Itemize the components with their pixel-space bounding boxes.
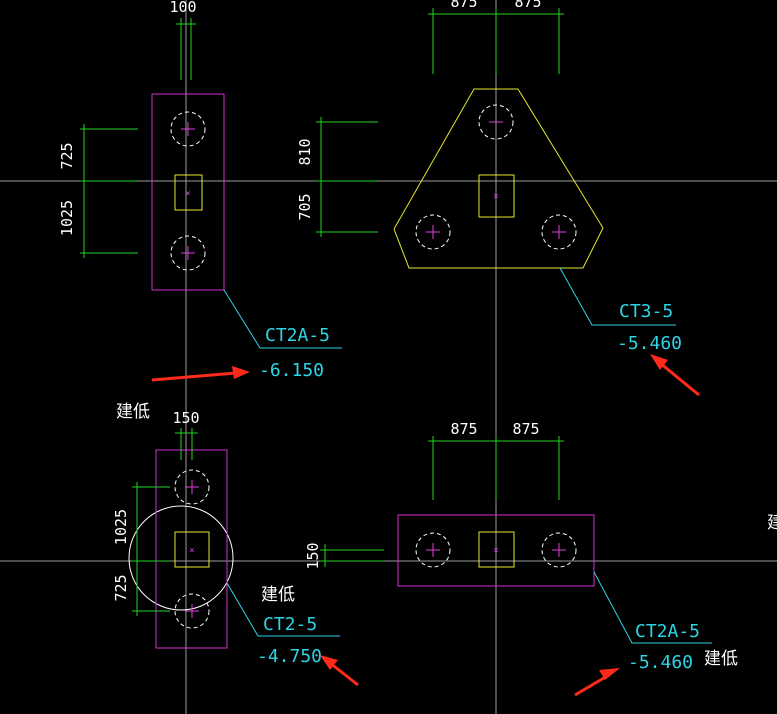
dim-label-left: 875: [450, 420, 477, 438]
dimension-left: 1025 725: [112, 482, 170, 616]
note-edge-right: 建: [767, 513, 777, 533]
svg-text:×: ×: [493, 546, 498, 556]
dim-label-right: 875: [514, 0, 541, 11]
dim-label-side: 150: [304, 542, 322, 569]
pile-icon: [541, 532, 577, 568]
dim-label-lower: 725: [112, 574, 130, 601]
cap-elevation: -6.150: [259, 360, 324, 381]
dimension-left: 810 705: [296, 117, 378, 237]
dimension-left: 150: [304, 542, 384, 570]
pile-icon: [174, 593, 210, 629]
column-icon: ×: [174, 531, 210, 568]
dim-label-left: 875: [450, 0, 477, 11]
cap-elevation: -4.750: [257, 646, 322, 667]
ring-outline: [128, 505, 234, 611]
pile-icon: [174, 469, 210, 505]
cap-bottom-right: × 875 875 150 CT2A-5 -5.460 建低: [304, 420, 738, 697]
cap-name: CT2A-5: [635, 621, 700, 642]
cap-name: CT2-5: [263, 614, 317, 635]
dim-label-right: 875: [512, 420, 539, 438]
dim-label-lower: 1025: [58, 200, 76, 236]
dimension-top: 150: [172, 409, 200, 460]
leader-line: [559, 267, 676, 326]
dim-label-upper: 810: [296, 138, 314, 165]
cap-bottom-left: × 150 1025 725 建低 CT2-5 -4.750: [112, 409, 359, 687]
cap-elevation: -5.460: [617, 333, 682, 354]
svg-text:×: ×: [185, 189, 190, 199]
dimension-top: 875 875: [428, 0, 564, 74]
column-icon: ×: [478, 174, 515, 218]
cap-name: CT2A-5: [265, 325, 330, 346]
pile-icon: [170, 111, 206, 147]
arrow-icon: [151, 366, 250, 382]
cap-outline: [397, 514, 595, 587]
cap-note: 建低: [704, 649, 738, 669]
svg-text:×: ×: [189, 546, 194, 556]
pile-icon: [415, 532, 451, 568]
cap-note: 建低: [261, 585, 295, 605]
dim-label-top: 100: [169, 0, 196, 16]
note-left-middle: 建低: [116, 402, 150, 422]
cap-elevation: -5.460: [628, 652, 693, 673]
dimension-left: 725 1025: [58, 124, 138, 258]
leader-line: [593, 571, 712, 644]
pile-icon: [541, 214, 577, 250]
pile-icon: [170, 235, 206, 271]
leader-line: [226, 582, 340, 637]
svg-text:×: ×: [493, 192, 498, 202]
cap-name: CT3-5: [619, 301, 673, 322]
arrow-icon: [320, 655, 359, 687]
cap-outline: [393, 88, 604, 269]
pile-icon: [478, 104, 514, 140]
arrow-icon: [574, 668, 620, 697]
column-icon: ×: [478, 531, 515, 568]
leader-line: [223, 289, 342, 349]
dim-label-upper: 1025: [112, 509, 130, 545]
pile-icon: [415, 214, 451, 250]
cap-outline: [151, 93, 225, 291]
dimension-top: 100: [169, 0, 197, 80]
column-icon: ×: [174, 174, 203, 211]
cap-top-right: × 875 875 810 705 CT3-5 -5.460: [296, 0, 700, 397]
dim-label-upper: 725: [58, 142, 76, 169]
dimension-top: 875 875: [428, 420, 564, 500]
arrow-icon: [650, 354, 700, 397]
dim-label-top: 150: [172, 409, 199, 427]
dim-label-lower: 705: [296, 193, 314, 220]
cap-top-left: × 100 725 1025 CT2A-5 -6.150: [58, 0, 342, 382]
